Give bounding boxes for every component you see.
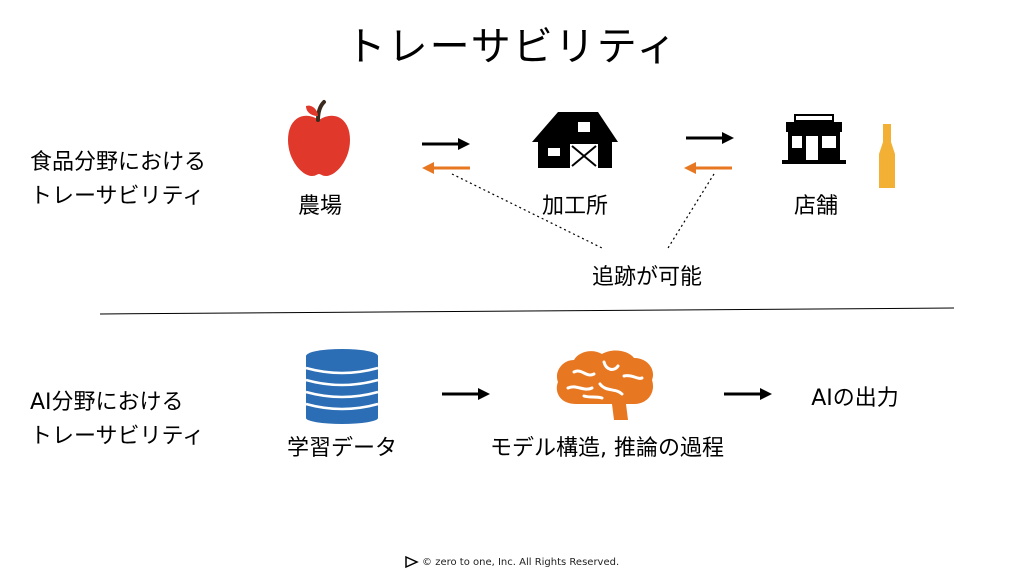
trace-line-left <box>451 173 603 249</box>
food-label-line1: 食品分野における <box>30 150 207 175</box>
node-store-label: 店舗 <box>793 194 838 219</box>
node-factory-label: 加工所 <box>541 194 608 219</box>
food-label-line2: トレーサビリティ <box>30 184 205 209</box>
trace-note: 追跡が可能 <box>591 265 702 290</box>
page-title: トレーサビリティ <box>345 24 679 70</box>
food-section-label: 食品分野における トレーサビリティ <box>30 146 206 214</box>
logo-icon <box>405 555 419 569</box>
back-arrow-1 <box>422 162 470 174</box>
ai-label-line2: トレーサビリティ <box>30 424 205 449</box>
forward-arrow-1 <box>422 138 470 150</box>
database-icon <box>305 349 379 424</box>
node-ai-output-label: AIの出力 <box>811 386 899 411</box>
ai-label-line1: AI分野における <box>30 390 184 415</box>
brain-icon <box>556 350 654 420</box>
bottle-icon <box>879 124 895 188</box>
back-arrow-2 <box>684 162 732 174</box>
apple-icon <box>288 100 350 176</box>
barn-icon <box>532 112 618 168</box>
copyright-text: © zero to one, Inc. All Rights Reserved. <box>422 557 620 568</box>
forward-arrow-3 <box>442 388 490 400</box>
node-model-label: モデル構造, 推論の過程 <box>490 436 724 461</box>
section-divider <box>99 307 955 315</box>
node-training-data-label: 学習データ <box>286 436 397 461</box>
store-icon <box>782 114 846 164</box>
footer: © zero to one, Inc. All Rights Reserved. <box>0 555 1024 569</box>
ai-section-label: AI分野における トレーサビリティ <box>30 386 204 454</box>
forward-arrow-4 <box>724 388 772 400</box>
trace-line-right <box>667 173 715 249</box>
forward-arrow-2 <box>686 132 734 144</box>
node-farm-label: 農場 <box>297 194 342 219</box>
